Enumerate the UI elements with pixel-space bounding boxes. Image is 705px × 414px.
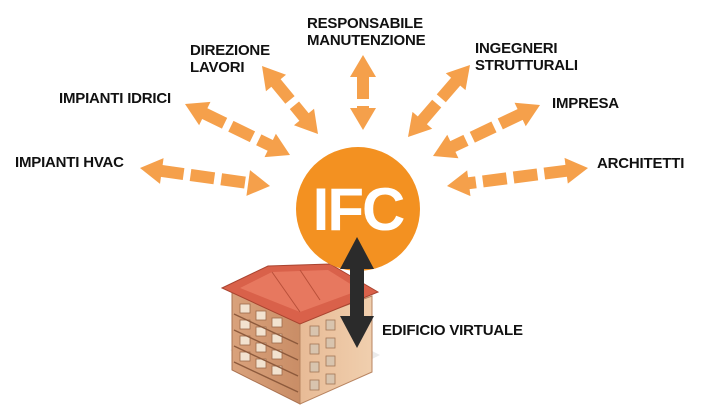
- label-direzione-lavori-line1: DIREZIONE: [190, 42, 270, 59]
- label-ingegneri-strutturali: INGEGNERI STRUTTURALI: [475, 40, 578, 74]
- label-responsabile-line1: RESPONSABILE: [307, 15, 423, 32]
- label-direzione-lavori: DIREZIONE LAVORI: [190, 42, 270, 76]
- arrow-impresa: [433, 102, 540, 159]
- ifc-label: IFC: [312, 175, 406, 243]
- arrow-architetti: [447, 157, 588, 197]
- label-impianti-idrici: IMPIANTI IDRICI: [59, 90, 171, 107]
- label-impianti-hvac: IMPIANTI HVAC: [15, 154, 124, 171]
- label-architetti: ARCHITETTI: [597, 155, 685, 172]
- arrow-ingegneri-strutturali: [408, 65, 470, 137]
- spoke-arrows: [140, 55, 588, 197]
- label-responsabile-line2: MANUTENZIONE: [307, 32, 426, 49]
- label-edificio-virtuale: EDIFICIO VIRTUALE: [382, 322, 523, 339]
- label-impresa: IMPRESA: [552, 95, 619, 112]
- label-ingegneri-line1: INGEGNERI: [475, 40, 558, 57]
- ifc-hub-circle: [296, 147, 420, 271]
- label-direzione-lavori-line2: LAVORI: [190, 59, 245, 76]
- arrow-edificio-virtuale: [340, 237, 374, 348]
- arrow-direzione-lavori: [262, 66, 318, 134]
- label-ingegneri-line2: STRUTTURALI: [475, 57, 578, 74]
- building-link-arrow: [340, 237, 374, 348]
- arrow-impianti-idrici: [185, 101, 290, 158]
- arrow-responsabile-manutenzione: [350, 55, 376, 130]
- label-responsabile-manutenzione: RESPONSABILE MANUTENZIONE: [307, 15, 426, 49]
- arrow-impianti-hvac: [140, 158, 270, 196]
